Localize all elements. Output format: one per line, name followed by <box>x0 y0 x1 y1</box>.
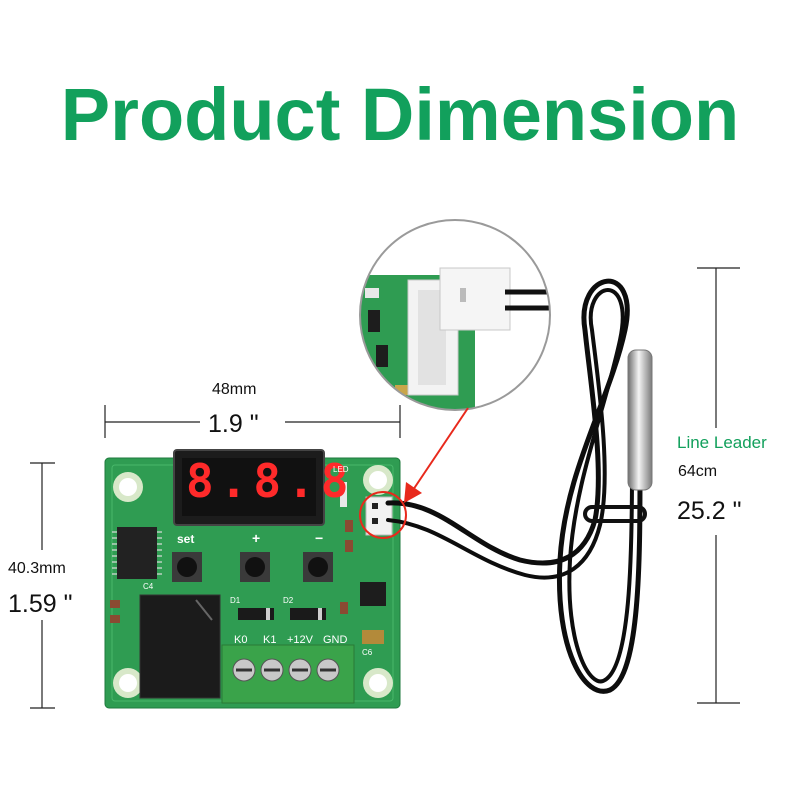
height-inch-label: 1.59 " <box>8 590 73 618</box>
led-label: LED <box>333 465 349 474</box>
pointer-arrow <box>404 407 469 503</box>
diode-d1 <box>238 608 274 620</box>
d1-label: D1 <box>230 596 241 605</box>
relay <box>139 594 221 699</box>
terminal-screws <box>232 658 340 682</box>
set-label: set <box>177 532 195 546</box>
terminal-label-k0: K0 <box>234 634 248 646</box>
width-dimension-line <box>104 405 401 438</box>
width-mm-label: 48mm <box>212 381 257 398</box>
ic-chip <box>117 527 157 579</box>
c6-label: C6 <box>362 648 373 657</box>
terminal-label-12v: +12V <box>287 634 313 646</box>
height-mm-label: 40.3mm <box>8 560 66 577</box>
cable-cm-label: 64cm <box>678 463 718 480</box>
minus-label: − <box>315 530 324 546</box>
cable-ring <box>583 505 647 523</box>
push-buttons <box>172 552 333 582</box>
page-title: Product Dimension <box>60 73 740 156</box>
stainless-probe-tip <box>627 349 653 491</box>
cable-dimension-line <box>697 267 740 704</box>
height-dimension-line <box>30 462 55 709</box>
width-inch-label: 1.9 " <box>208 410 259 438</box>
temperature-probe-cable <box>385 278 648 694</box>
connector-highlight-circle <box>359 491 407 539</box>
mounting-holes <box>113 465 393 698</box>
display-digits: 8.8.8 <box>186 454 355 508</box>
plus-label: + <box>252 530 261 546</box>
d2-label: D2 <box>283 596 294 605</box>
connector-zoom-inset <box>359 219 551 411</box>
cable-inch-label: 25.2 " <box>677 497 742 525</box>
terminal-label-k1: K1 <box>263 634 277 646</box>
pcb-board <box>104 449 401 709</box>
c4-label: C4 <box>143 582 154 591</box>
cable-label: Line Leader <box>677 433 767 452</box>
diode-d2 <box>290 608 326 620</box>
terminal-label-gnd: GND <box>323 634 348 646</box>
